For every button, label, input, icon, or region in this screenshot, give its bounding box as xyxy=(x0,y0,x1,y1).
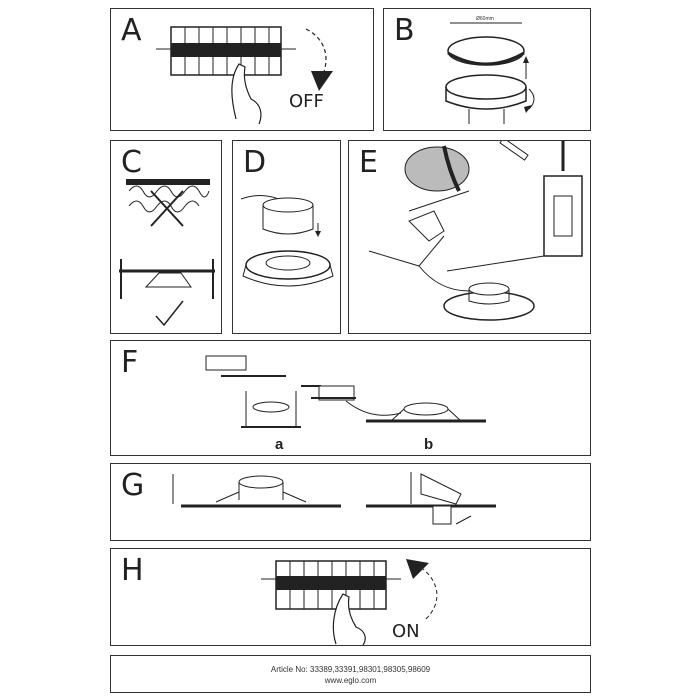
step-letter: F xyxy=(121,345,139,380)
step-letter: E xyxy=(359,145,378,180)
step-h-panel: H ON xyxy=(110,548,591,646)
breaker-off-illustration xyxy=(156,26,333,125)
step-letter: H xyxy=(121,553,144,588)
step-g-panel: G xyxy=(110,463,591,541)
driver-connection-illustration xyxy=(240,195,334,287)
insulation-clearance-illustration xyxy=(119,179,215,327)
step-c-panel: C xyxy=(110,140,222,334)
step-a-panel: A OFF xyxy=(110,8,374,131)
step-letter: D xyxy=(243,145,267,180)
dimensions-illustration xyxy=(172,472,496,525)
diffuser-removal-illustration xyxy=(445,22,535,124)
on-label: ON xyxy=(392,621,420,642)
step-b-panel: B Ø60mm xyxy=(383,8,591,131)
option-b-label: b xyxy=(424,436,434,453)
step-d-panel: D xyxy=(232,140,341,334)
step-letter: A xyxy=(121,13,142,48)
breaker-on-illustration xyxy=(261,559,438,646)
installation-options-illustration xyxy=(205,355,486,428)
footer-panel: Article No: 33389,33391,98301,98305,9860… xyxy=(110,655,591,693)
step-letter: B xyxy=(394,13,415,48)
article-numbers: Article No: 33389,33391,98301,98305,9860… xyxy=(270,665,431,674)
step-letter: G xyxy=(121,468,145,503)
diameter-label: Ø60mm xyxy=(476,16,494,22)
wiring-illustration xyxy=(368,141,583,321)
step-f-panel: F a b xyxy=(110,340,591,456)
step-letter: C xyxy=(121,145,142,180)
off-label: OFF xyxy=(289,91,324,112)
website-link[interactable]: www.eglo.com xyxy=(324,676,377,685)
option-a-label: a xyxy=(275,436,284,453)
step-e-panel: E xyxy=(348,140,591,334)
